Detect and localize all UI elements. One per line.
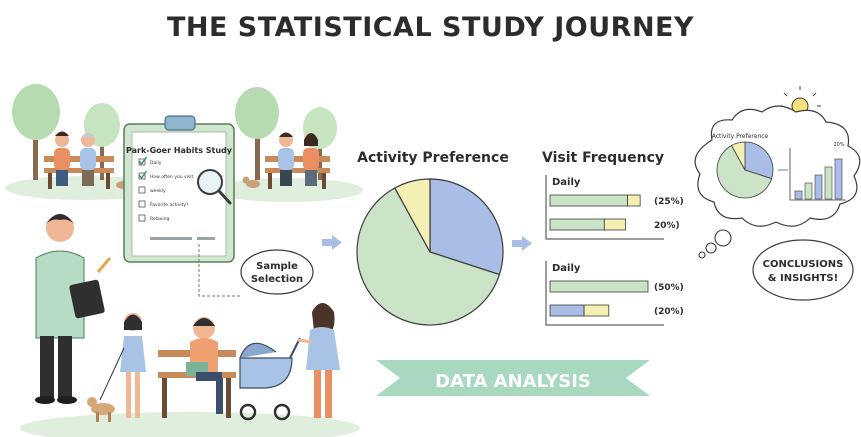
group-label: Daily (552, 263, 581, 274)
mini-bar (794, 190, 803, 200)
bench-couple-left (44, 131, 114, 189)
tree-icon (12, 84, 60, 180)
frequency-bar-segment (627, 194, 641, 207)
frequency-bar (549, 194, 628, 207)
conclusions-line1: CONCLUSIONS (763, 259, 844, 270)
clipboard-item: Daily (150, 160, 162, 166)
mother-figure (297, 303, 340, 418)
pencil-icon (96, 257, 112, 273)
mini-bar (834, 158, 843, 200)
frequency-bar (549, 304, 585, 317)
mini-bar (804, 182, 813, 200)
clipboard-line (150, 237, 192, 240)
dog-icon (87, 397, 115, 422)
frequency-bar-segment (583, 304, 610, 317)
flow-arrow-2 (512, 236, 532, 251)
bar-value-label: (20%) (654, 307, 684, 317)
check-icon (138, 170, 148, 180)
thought-dot (705, 242, 717, 254)
activity-preference-panel: Activity Preference (356, 150, 509, 326)
data-analysis-banner: DATA ANALYSIS (376, 360, 650, 396)
frequency-bar-segment (603, 218, 626, 231)
dog-icon (242, 176, 260, 188)
freq-title: Visit Frequency (542, 150, 664, 166)
thought-dot (714, 229, 732, 247)
visit-frequency-panel: Visit Frequency Daily (25%) 20%) Daily (50%)… (542, 150, 684, 326)
tree-icon (235, 87, 279, 180)
mini-pie-slice (744, 141, 774, 180)
group-label: Daily (552, 177, 581, 188)
mini-pie-chart (716, 141, 774, 199)
mini-bar (814, 174, 823, 200)
check-icon (138, 156, 148, 166)
thought-dot (698, 251, 706, 259)
bar-axis (545, 261, 664, 326)
checkbox-icon (138, 186, 146, 194)
bar-value-label: (50%) (654, 283, 684, 293)
clipboard-clip (164, 115, 196, 131)
pie-slice (394, 178, 431, 253)
magnifier-icon (197, 169, 232, 205)
walking-woman-figure (99, 313, 146, 418)
mini-pie-slice (716, 144, 773, 199)
clipboard-item: Relaxing (150, 216, 169, 222)
clipboard-item: How often you visit (150, 174, 194, 180)
clipboard-line (197, 237, 215, 240)
clipboard-heading: Park-Goer Habits Study (126, 146, 233, 155)
conclusions-callout: CONCLUSIONS & INSIGHTS! (752, 239, 854, 301)
activity-pie-chart (356, 178, 504, 326)
mini-bar-label: 20% (833, 142, 844, 148)
pie-slice (429, 178, 504, 276)
mini-pie-title: Activity Preference (712, 133, 769, 140)
bar-axis (545, 175, 664, 240)
bar-value-label: (25%) (654, 197, 684, 207)
conclusions-line2: & INSIGHTS! (768, 273, 838, 284)
banner-text: DATA ANALYSIS (435, 371, 591, 392)
sample-label-line2: Selection (251, 274, 303, 285)
sample-selection-callout: Sample Selection (198, 244, 314, 297)
researcher-figure (35, 214, 112, 404)
mini-pie-slice (730, 141, 746, 171)
grass-patch-bottom (20, 412, 360, 437)
pie-slice (356, 187, 501, 326)
bench-man-reading (158, 317, 236, 418)
mini-bar (824, 166, 833, 200)
page-title: THE STATISTICAL STUDY JOURNEY (166, 12, 695, 43)
bar-value-label: 20%) (654, 221, 680, 231)
pie-title: Activity Preference (357, 150, 509, 166)
insight-thought-cloud: Activity Preference 20% (694, 86, 861, 259)
clipboard-item: weekly (150, 188, 166, 194)
mini-bar-chart (789, 148, 846, 201)
sample-label-line1: Sample (256, 261, 298, 272)
clipboard-item: Favorite activity? (150, 202, 189, 208)
checkbox-icon (138, 214, 146, 222)
flow-arrow-1 (322, 235, 342, 250)
checkbox-icon (138, 200, 146, 208)
stroller-icon (239, 337, 301, 421)
bench-couple-right (265, 132, 330, 189)
frequency-bar (549, 218, 605, 231)
frequency-bar (549, 280, 649, 293)
